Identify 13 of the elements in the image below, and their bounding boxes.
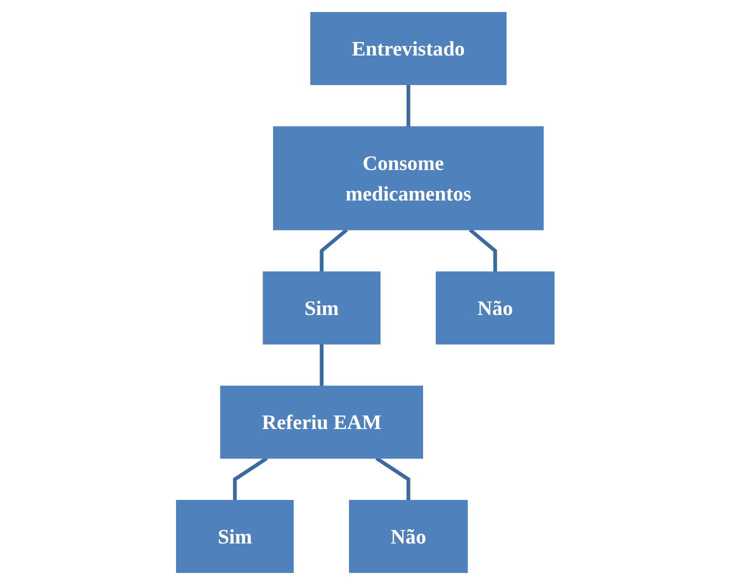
connector [376,456,410,500]
node-box: Não [436,271,555,344]
connector [468,228,498,272]
connector [406,84,410,127]
node-box: Sim [176,500,294,573]
node-box: Referiu EAM [220,386,424,459]
connector [320,228,348,272]
node-box: Não [349,500,468,573]
connector [233,456,268,500]
node-box: Entrevistado [310,12,507,86]
node-box: Sim [262,271,381,344]
node-box: Consome medicamentos [273,126,544,230]
connector [320,344,324,386]
